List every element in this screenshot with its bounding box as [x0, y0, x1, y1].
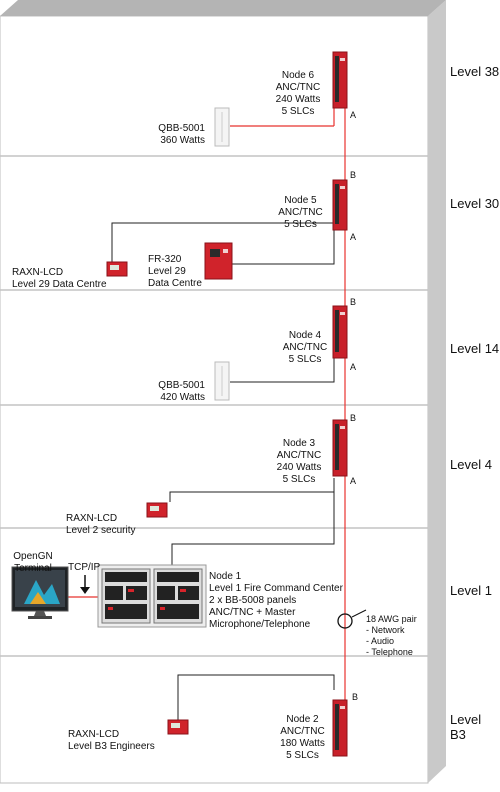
node-2-panel — [332, 699, 348, 757]
port-b-node-2: B — [352, 692, 359, 702]
port-b-node-4: B — [350, 297, 357, 307]
cable-callout-label: 18 AWG pair - Network - Audio - Telephon… — [366, 614, 417, 657]
qbb-5001-l38-box — [214, 107, 230, 147]
tcpip-label: TCP/IP — [68, 562, 101, 573]
opengn-terminal-monitor — [11, 566, 69, 619]
building-top — [0, 0, 446, 16]
fr-320-panel — [204, 242, 233, 280]
level-1-label: Level 1 — [450, 583, 492, 598]
level-38-label: Level 38 — [450, 64, 500, 79]
raxn-lcd-b3 — [167, 719, 189, 735]
port-b-node-3: B — [350, 413, 357, 423]
tcpip-arrow-head — [80, 587, 90, 594]
node-6-panel — [332, 51, 348, 109]
port-b-node-5: B — [350, 170, 357, 180]
node-1-panels — [97, 564, 207, 628]
qbb-5001-l14-box — [214, 361, 230, 401]
raxn-lcd-l29 — [106, 261, 128, 277]
floor-dividers — [0, 155, 428, 657]
level-14-label: Level 14 — [450, 341, 500, 356]
building-front — [0, 15, 429, 784]
level-4-label: Level 4 — [450, 457, 492, 472]
node-4-panel — [332, 305, 348, 359]
port-a-node-6: A — [350, 110, 357, 120]
cable-callout-circle — [337, 613, 353, 629]
level-30-label: Level 30 — [450, 196, 500, 211]
level-b3-label: Level B3 — [450, 712, 482, 742]
node-5-panel — [332, 179, 348, 231]
raxn-lcd-l2 — [146, 502, 168, 518]
port-a-node-3: A — [350, 476, 357, 486]
building-side — [428, 0, 446, 783]
port-a-node-5: A — [350, 232, 357, 242]
cable-callout-leader — [351, 609, 367, 618]
node-3-panel — [332, 419, 348, 477]
port-a-node-4: A — [350, 362, 357, 372]
